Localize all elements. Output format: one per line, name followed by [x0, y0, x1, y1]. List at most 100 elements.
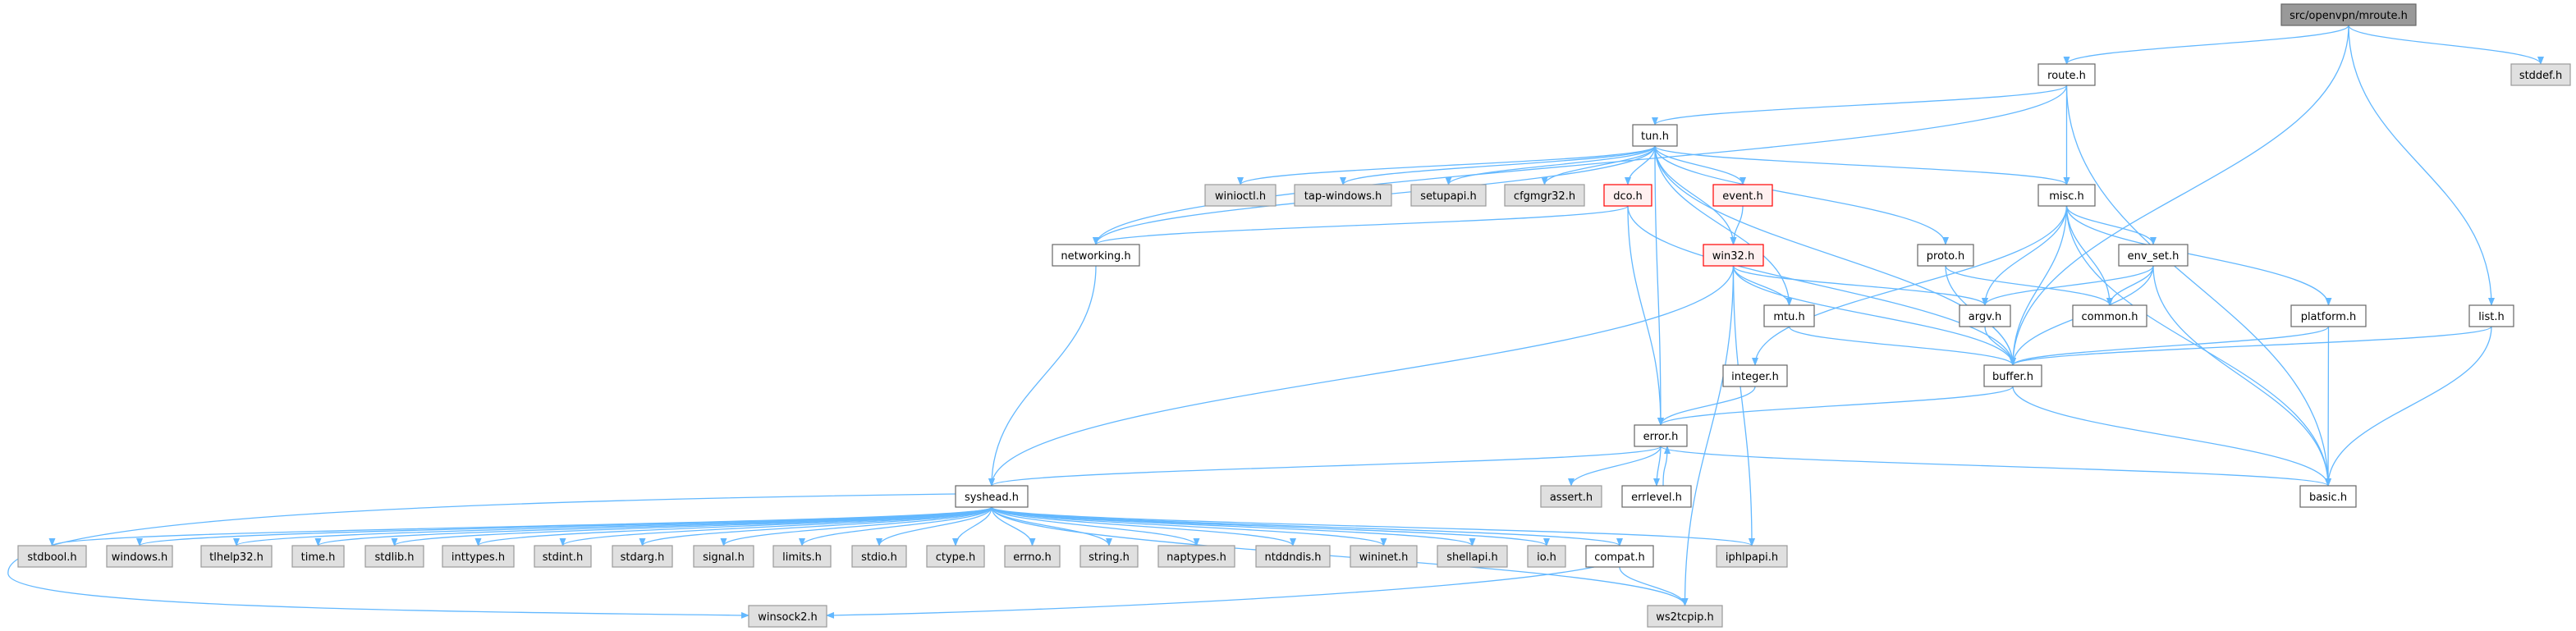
edge-platform-to-basic [2325, 326, 2332, 487]
node-label: setupapi.h [1420, 190, 1477, 203]
nodes-layer: src/openvpn/mroute.h stddef.h route.h tun.h… [17, 3, 2571, 628]
node-box [1722, 364, 1788, 387]
node-basic[interactable]: basic.h [2299, 485, 2357, 508]
node-box [1763, 304, 1815, 327]
node-label: error.h [1643, 431, 1679, 443]
node-dco[interactable]: dco.h [1603, 184, 1652, 207]
edge-dco-to-buffer [1627, 205, 2016, 366]
node-windows[interactable]: windows.h [106, 545, 173, 568]
edge-networking-to-syshead [988, 265, 1097, 487]
node-limits[interactable]: limits.h [772, 545, 832, 568]
node-proto[interactable]: proto.h [1917, 244, 1974, 267]
node-errno[interactable]: errno.h [1004, 545, 1061, 568]
node-mtu[interactable]: mtu.h [1763, 304, 1815, 327]
node-compat[interactable]: compat.h [1585, 545, 1654, 568]
edge-syshead-to-io [991, 506, 1550, 546]
edge-proto-to-common [1945, 265, 2113, 306]
edge-tun-to-dco [1625, 145, 1656, 185]
node-inttypes[interactable]: inttypes.h [442, 545, 515, 568]
node-setupapi[interactable]: setupapi.h [1410, 184, 1487, 207]
node-box [2072, 304, 2147, 327]
node-stdarg[interactable]: stdarg.h [612, 545, 673, 568]
edge-syshead-to-inttypes [474, 506, 992, 546]
node-syshead[interactable]: syshead.h [955, 485, 1029, 508]
edge-misc-to-buffer [2010, 205, 2068, 366]
node-mroute[interactable]: src/openvpn/mroute.h [2280, 3, 2417, 26]
node-misc[interactable]: misc.h [2037, 184, 2096, 207]
node-tun[interactable]: tun.h [1632, 124, 1678, 147]
node-string[interactable]: string.h [1079, 545, 1139, 568]
edge-mroute-to-stddef [2348, 25, 2544, 65]
node-box [2037, 63, 2096, 86]
node-platform[interactable]: platform.h [2290, 304, 2367, 327]
edge-win32-to-iphlpapi [1732, 265, 1755, 546]
node-integer[interactable]: integer.h [1722, 364, 1788, 387]
edge-tun-to-winioctl [1237, 145, 1656, 185]
node-errlevel[interactable]: errlevel.h [1621, 485, 1692, 508]
node-envset[interactable]: env_set.h [2118, 244, 2189, 267]
node-label: stdbool.h [27, 551, 76, 564]
node-label: io.h [1537, 551, 1556, 564]
node-box [693, 545, 754, 568]
node-io[interactable]: io.h [1527, 545, 1566, 568]
edge-win32-to-buffer [1732, 265, 2016, 366]
node-stdlib[interactable]: stdlib.h [364, 545, 424, 568]
node-box [1437, 545, 1508, 568]
edge-errlevel-to-error [1662, 446, 1671, 487]
edge-syshead-to-stdlib [391, 506, 992, 546]
node-box [772, 545, 832, 568]
node-label: src/openvpn/mroute.h [2290, 10, 2408, 22]
edges-layer [7, 25, 2544, 619]
node-label: shellapi.h [1446, 551, 1497, 564]
node-event[interactable]: event.h [1712, 184, 1773, 207]
node-list[interactable]: list.h [2468, 304, 2514, 327]
node-ws2tcpip[interactable]: ws2tcpip.h [1647, 605, 1723, 628]
edge-tun-to-tapwindows [1340, 145, 1656, 185]
node-winsock2[interactable]: winsock2.h [748, 605, 827, 628]
node-label: compat.h [1594, 551, 1644, 564]
node-box [1255, 545, 1331, 568]
edge-win32-to-ws2tcpip [1681, 265, 1735, 606]
node-tapwindows[interactable]: tap-windows.h [1294, 184, 1392, 207]
node-route[interactable]: route.h [2037, 63, 2096, 86]
node-ctype[interactable]: ctype.h [926, 545, 985, 568]
node-naptypes[interactable]: naptypes.h [1157, 545, 1235, 568]
node-stdint[interactable]: stdint.h [534, 545, 592, 568]
node-box [1294, 184, 1392, 207]
edge-tun-to-cfgmgr32 [1541, 145, 1656, 185]
node-networking[interactable]: networking.h [1052, 244, 1140, 267]
edge-misc-to-platform [2065, 205, 2332, 306]
node-winioctl[interactable]: winioctl.h [1204, 184, 1277, 207]
node-stdbool[interactable]: stdbool.h [17, 545, 87, 568]
node-signal[interactable]: signal.h [693, 545, 754, 568]
node-argv[interactable]: argv.h [1959, 304, 2011, 327]
node-iphlpapi[interactable]: iphlpapi.h [1716, 545, 1788, 568]
node-time[interactable]: time.h [291, 545, 345, 568]
node-box [1504, 184, 1585, 207]
node-cfgmgr32[interactable]: cfgmgr32.h [1504, 184, 1585, 207]
node-box [291, 545, 345, 568]
node-box [2280, 3, 2417, 26]
edge-compat-to-winsock2 [826, 566, 1595, 619]
node-stdio[interactable]: stdio.h [851, 545, 907, 568]
node-tlhelp32[interactable]: tlhelp32.h [200, 545, 273, 568]
edge-error-to-errlevel [1653, 446, 1662, 487]
node-win32[interactable]: win32.h [1703, 244, 1764, 267]
node-shellapi[interactable]: shellapi.h [1437, 545, 1508, 568]
edge-tun-to-setupapi [1445, 145, 1656, 185]
node-assert[interactable]: assert.h [1540, 485, 1602, 508]
edge-mroute-to-list [2348, 25, 2495, 306]
node-buffer[interactable]: buffer.h [1983, 364, 2042, 387]
node-wininet[interactable]: wininet.h [1350, 545, 1418, 568]
node-ntddndis[interactable]: ntddndis.h [1255, 545, 1331, 568]
node-label: windows.h [112, 551, 167, 564]
node-box [1983, 364, 2042, 387]
node-error[interactable]: error.h [1634, 424, 1688, 447]
node-common[interactable]: common.h [2072, 304, 2147, 327]
node-box [1634, 424, 1688, 447]
node-stddef[interactable]: stddef.h [2510, 63, 2571, 86]
node-label: assert.h [1550, 492, 1593, 504]
node-label: errno.h [1013, 551, 1052, 564]
node-box [1712, 184, 1773, 207]
node-label: proto.h [1927, 250, 1964, 263]
